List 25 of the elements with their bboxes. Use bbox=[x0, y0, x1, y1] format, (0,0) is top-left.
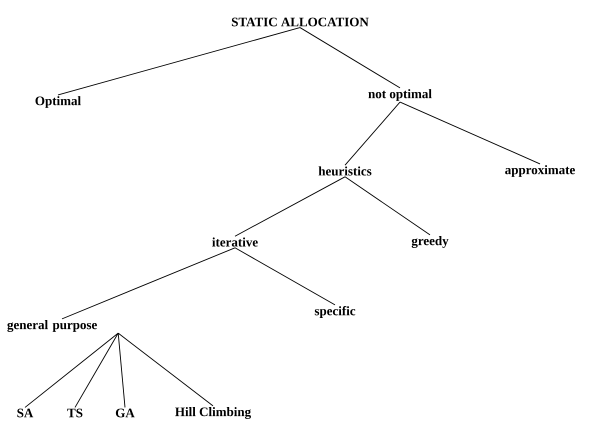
node-label: approximate bbox=[505, 165, 575, 177]
node-label: heuristics bbox=[318, 166, 372, 176]
node-label: general purpose bbox=[7, 320, 97, 332]
tree-line bbox=[234, 176, 346, 237]
node-label: SA bbox=[17, 408, 34, 418]
node-label: greedy bbox=[412, 236, 449, 248]
tree-line bbox=[400, 102, 540, 164]
tree-line bbox=[118, 332, 214, 406]
tree-line bbox=[344, 102, 400, 166]
node-label: Optimal bbox=[36, 96, 81, 108]
node-label: Hill Climbing bbox=[175, 407, 251, 419]
tree-line bbox=[24, 332, 119, 408]
node-label: not optimal bbox=[368, 89, 432, 101]
tree-line bbox=[344, 176, 430, 236]
tree-line bbox=[118, 332, 126, 408]
tree-line bbox=[74, 332, 119, 408]
tree-line bbox=[62, 247, 236, 320]
node-label: TS bbox=[67, 408, 82, 418]
tree-line bbox=[300, 27, 400, 88]
node-label: specific bbox=[314, 306, 356, 318]
node-label: STATIC ALLOCATION bbox=[232, 18, 369, 26]
node-label: GA bbox=[116, 408, 135, 418]
tree-line bbox=[58, 27, 300, 96]
tree-line bbox=[234, 247, 336, 306]
node-label: iterative bbox=[212, 237, 258, 247]
